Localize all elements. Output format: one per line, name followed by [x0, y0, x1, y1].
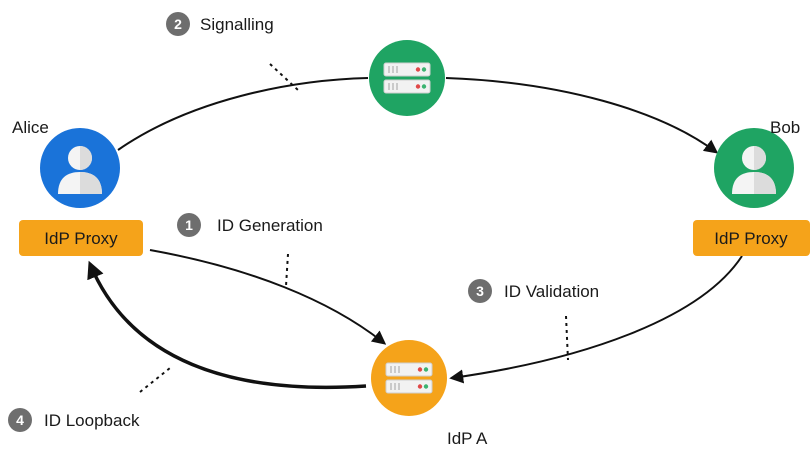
step-3-id-validation: 3 ID Validation [468, 279, 599, 303]
step-1-number: 1 [185, 217, 193, 233]
step-4-number: 4 [16, 412, 24, 428]
id-generation-edge [149, 249, 387, 345]
step-4-id-loopback: 4 ID Loopback [8, 408, 140, 432]
step-2-label: Signalling [200, 15, 274, 34]
alice-node [40, 128, 120, 208]
step-2-number: 2 [174, 16, 182, 32]
signalling-server-node [369, 40, 445, 116]
alice-idp-proxy: IdP Proxy [19, 220, 143, 256]
server-icon [383, 62, 431, 94]
step-4-label: ID Loopback [44, 411, 140, 430]
id-validation-leader [565, 315, 569, 361]
bob-idp-proxy-label: IdP Proxy [714, 229, 788, 248]
idp-a-server-node [371, 340, 447, 416]
id-loopback-leader [139, 367, 171, 393]
step-3-number: 3 [476, 283, 484, 299]
id-validation-edge [449, 255, 743, 384]
idp-a-server-circle [371, 340, 447, 416]
signalling-server-circle [369, 40, 445, 116]
alice-label: Alice [12, 118, 49, 137]
step-2-signalling: 2 Signalling [166, 12, 274, 36]
bob-idp-proxy: IdP Proxy [693, 220, 810, 256]
server-icon [385, 362, 433, 394]
idp-a-label: IdP A [447, 429, 488, 448]
bob-node [714, 128, 794, 208]
step-1-id-generation: 1 ID Generation [177, 213, 323, 237]
user-icon [732, 146, 776, 194]
user-icon [58, 146, 102, 194]
alice-idp-proxy-label: IdP Proxy [44, 229, 118, 248]
signalling-edge-to-bob [445, 77, 719, 154]
step-1-label: ID Generation [217, 216, 323, 235]
id-loopback-edge [87, 260, 367, 390]
id-generation-leader [285, 253, 289, 287]
step-3-label: ID Validation [504, 282, 599, 301]
bob-label: Bob [770, 118, 800, 137]
signalling-edge [117, 77, 369, 151]
